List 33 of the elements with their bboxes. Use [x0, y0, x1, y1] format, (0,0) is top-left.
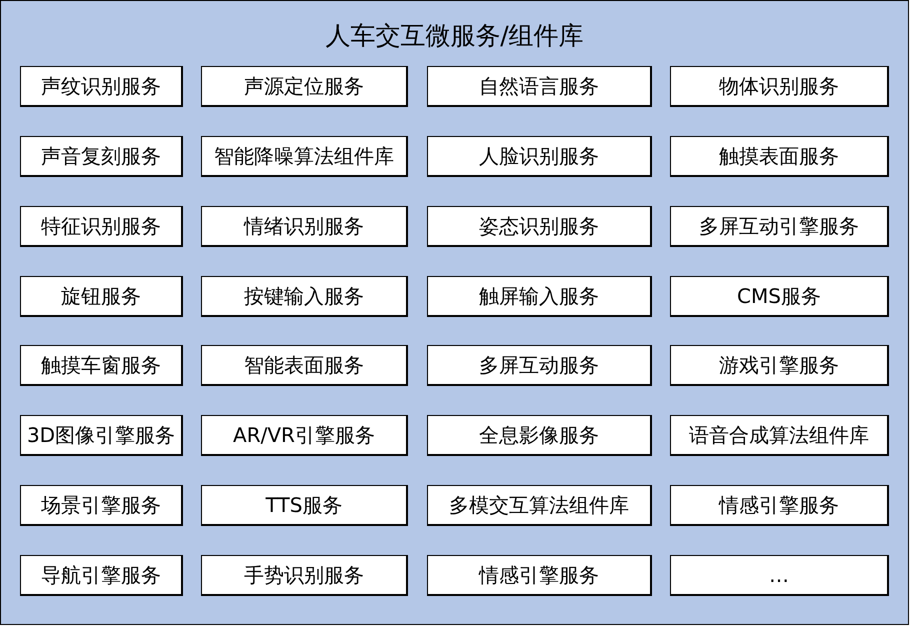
panel-title: 人车交互微服务/组件库 [324, 20, 585, 52]
service-box: 导航引擎服务 [20, 555, 183, 596]
service-box: 声音复刻服务 [20, 136, 183, 177]
service-box: 自然语言服务 [427, 66, 652, 107]
service-box: 姿态识别服务 [427, 206, 652, 247]
service-box: CMS服务 [670, 276, 889, 317]
service-box: 全息影像服务 [427, 415, 652, 456]
service-box: 3D图像引擎服务 [20, 415, 183, 456]
service-box: TTS服务 [201, 485, 408, 526]
service-box: 多屏互动服务 [427, 345, 652, 386]
service-box: 语音合成算法组件库 [670, 415, 889, 456]
service-box: … [670, 555, 889, 596]
service-box: 多模交互算法组件库 [427, 485, 652, 526]
service-box: 触摸表面服务 [670, 136, 889, 177]
service-box: 手势识别服务 [201, 555, 408, 596]
service-box: 场景引擎服务 [20, 485, 183, 526]
service-box: 触屏输入服务 [427, 276, 652, 317]
service-box: 智能降噪算法组件库 [201, 136, 408, 177]
service-box: 特征识别服务 [20, 206, 183, 247]
service-box: 物体识别服务 [670, 66, 889, 107]
service-box: 旋钮服务 [20, 276, 183, 317]
service-box: 触摸车窗服务 [20, 345, 183, 386]
service-box: 情感引擎服务 [670, 485, 889, 526]
service-box: 人脸识别服务 [427, 136, 652, 177]
service-box: 智能表面服务 [201, 345, 408, 386]
service-box: 多屏互动引擎服务 [670, 206, 889, 247]
service-box: 情感引擎服务 [427, 555, 652, 596]
service-box: 情绪识别服务 [201, 206, 408, 247]
service-box: 游戏引擎服务 [670, 345, 889, 386]
service-box: 声源定位服务 [201, 66, 408, 107]
service-box: 声纹识别服务 [20, 66, 183, 107]
service-box: 按键输入服务 [201, 276, 408, 317]
service-box: AR/VR引擎服务 [201, 415, 408, 456]
